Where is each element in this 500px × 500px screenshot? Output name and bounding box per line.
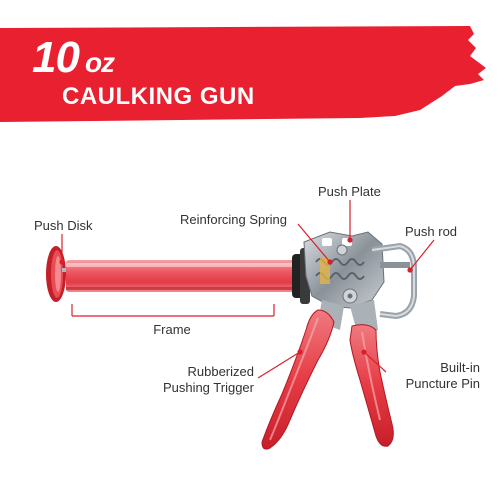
label-rubberized-trigger-line1: Rubberized (187, 364, 255, 379)
label-rubberized-trigger-line2: Pushing Trigger (162, 380, 254, 395)
label-frame: Frame (153, 322, 191, 337)
label-push-plate: Push Plate (318, 184, 381, 199)
label-puncture-pin-line1: Built-in (440, 360, 480, 375)
banner-title-unit: oz (84, 47, 115, 78)
label-push-disk: Push Disk (34, 218, 93, 233)
label-rubberized-trigger: Rubberized Pushing Trigger (150, 364, 254, 396)
label-push-rod: Push rod (405, 224, 458, 239)
banner-title-number: 10 (32, 33, 80, 82)
label-puncture-pin-line2: Puncture Pin (405, 376, 480, 391)
label-puncture-pin: Built-in Puncture Pin (384, 360, 480, 392)
caulking-gun-illustration (46, 231, 417, 450)
banner-shape (0, 26, 486, 122)
banner-subtitle: CAULKING GUN (62, 83, 255, 110)
label-reinforcing-spring: Reinforcing Spring (180, 212, 287, 227)
callout-lines (59, 200, 435, 379)
